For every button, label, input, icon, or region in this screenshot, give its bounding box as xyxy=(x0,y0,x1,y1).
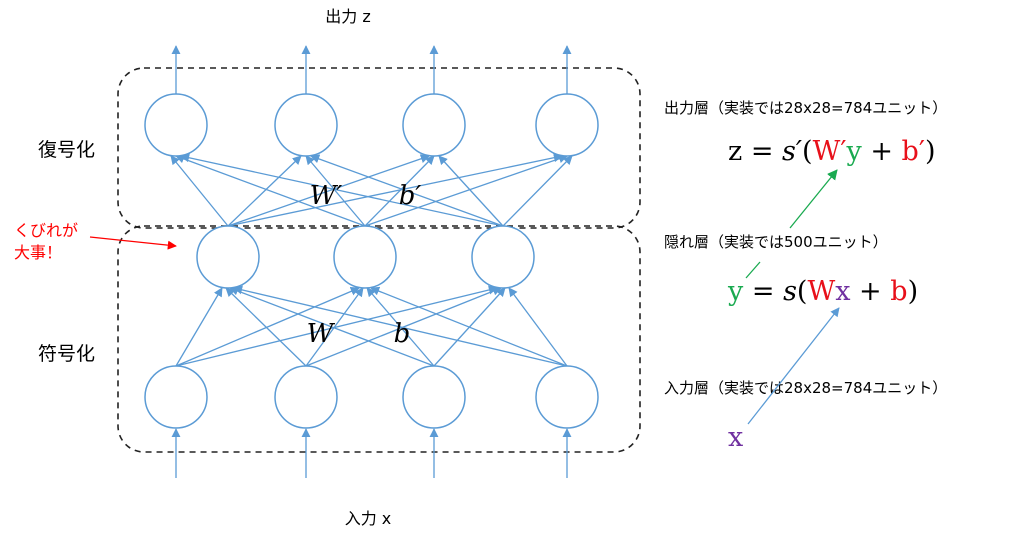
input-node xyxy=(144,365,208,429)
output-node xyxy=(535,93,599,157)
encoder-weight-W: W xyxy=(307,319,336,349)
encoder-connection xyxy=(229,286,435,367)
encoder-connection xyxy=(175,285,498,367)
eq-y: y xyxy=(845,136,862,167)
hidden-node xyxy=(471,225,535,289)
decoder-connection xyxy=(227,153,563,227)
input-x: x xyxy=(728,422,743,453)
hidden-node xyxy=(196,225,260,289)
decoder-box xyxy=(117,67,641,229)
decoder-connection xyxy=(227,155,302,227)
encoder-connection xyxy=(370,286,568,367)
connections xyxy=(170,45,573,478)
decoder-connection xyxy=(170,155,229,227)
decoder-connection xyxy=(364,155,435,227)
output-label: 出力 z xyxy=(325,7,371,26)
bottleneck-note-line2: 大事！ xyxy=(14,243,62,262)
input-label: 入力 x xyxy=(345,509,392,528)
hidden-node xyxy=(333,225,397,289)
decode-label: 復号化 xyxy=(38,139,95,161)
decoder-bias-b: b′ xyxy=(399,181,422,211)
encoder-connection xyxy=(233,285,568,367)
decoder-connection xyxy=(310,154,504,227)
encoder-connection xyxy=(175,287,360,367)
encoder-bias-b: b xyxy=(394,319,411,349)
eq-s-prime: s′ xyxy=(782,136,802,167)
eq-y-lhs: y xyxy=(727,276,744,307)
flow-arrow-input-to-encoder xyxy=(747,307,840,425)
flow-arrow-hidden-to-decoder-upper xyxy=(789,169,838,229)
encoder-connection xyxy=(225,287,307,367)
hidden-layer-caption: 隠れ層（実装では500ユニット） xyxy=(664,233,888,251)
decoder-equation: z = s′(W′y + b′) xyxy=(728,136,936,167)
decoder-connection xyxy=(227,154,430,227)
eq-W: W xyxy=(807,276,835,307)
eq-b: b xyxy=(890,276,907,307)
decoder-weight-W: W′ xyxy=(310,181,343,211)
encoder-connection xyxy=(305,287,364,367)
decoder-connection xyxy=(502,155,573,227)
encoder-connection xyxy=(305,286,502,367)
eq-z: z xyxy=(728,136,742,167)
encoder-equation: y = s(Wx + b) xyxy=(727,276,918,307)
output-layer-caption: 出力層（実装では28x28=784ユニット） xyxy=(664,99,947,117)
input-node xyxy=(274,365,338,429)
encoder-box xyxy=(117,225,641,453)
eq-W-prime: W′ xyxy=(813,136,847,167)
decoder-connection xyxy=(305,155,366,227)
encoder-connection xyxy=(508,287,568,367)
encoder-connection xyxy=(175,287,223,367)
encode-label: 符号化 xyxy=(38,343,95,365)
decoder-connection xyxy=(438,155,504,227)
eq-b-prime: b′ xyxy=(902,136,925,167)
bottleneck-note-line1: くびれが xyxy=(14,221,78,240)
bottleneck-arrow xyxy=(89,236,177,250)
decoder-connection xyxy=(180,153,504,227)
decoder-connection xyxy=(175,154,366,227)
output-node xyxy=(274,93,338,157)
output-node xyxy=(402,93,466,157)
decoder-connection xyxy=(364,154,568,227)
input-node xyxy=(535,365,599,429)
eq-s: s xyxy=(783,276,797,307)
input-layer-caption: 入力層（実装では28x28=784ユニット） xyxy=(664,379,947,397)
flow-arrow-hidden-to-decoder-lower xyxy=(745,261,761,279)
neurons xyxy=(144,93,599,429)
output-node xyxy=(144,93,208,157)
input-node xyxy=(402,365,466,429)
eq-x: x xyxy=(835,276,850,307)
